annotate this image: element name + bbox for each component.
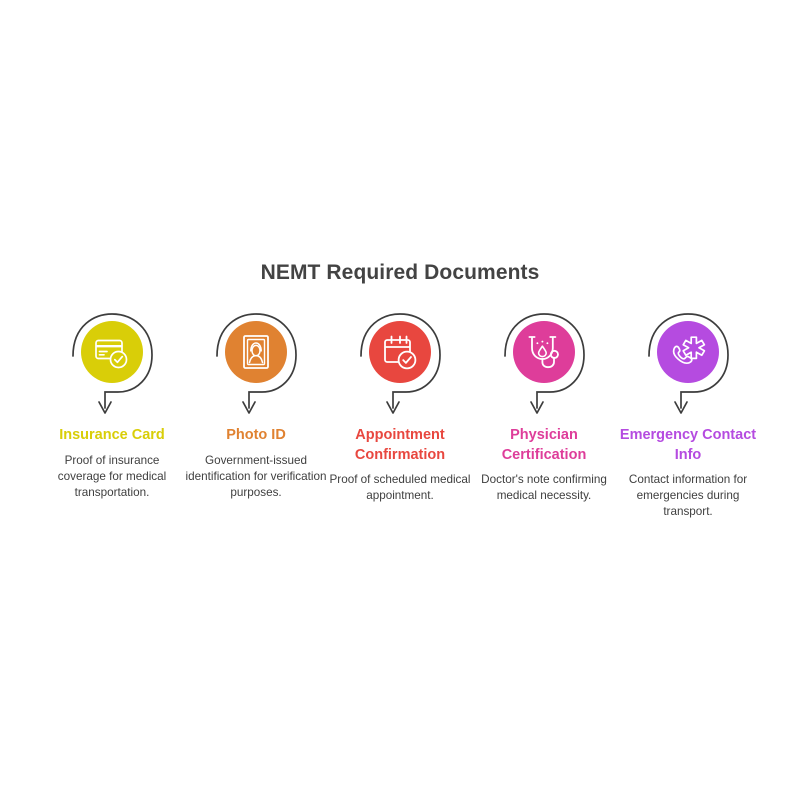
badge-emergency-contact-info xyxy=(633,310,743,422)
phone-star-of-life-icon xyxy=(672,336,706,365)
document-description: Proof of scheduled medical appointment. xyxy=(329,473,471,503)
document-label: Photo ID xyxy=(226,427,286,443)
document-description: Government-issued identification for ver… xyxy=(185,453,327,499)
icon-circle xyxy=(81,321,143,383)
document-item-emergency-contact-info: Emergency Contact Info Contact informati… xyxy=(616,310,760,521)
id-portrait-frame-icon xyxy=(243,335,269,369)
curved-arrow-icon xyxy=(72,313,153,414)
badge-physician-certification xyxy=(489,310,599,422)
document-label: Emergency Contact Info xyxy=(619,427,757,463)
curved-arrow-icon xyxy=(504,313,585,414)
document-label: Appointment Confirmation xyxy=(354,427,446,463)
badge-photo-id xyxy=(201,310,311,422)
stethoscope-icon xyxy=(528,336,559,369)
curved-arrow-icon xyxy=(360,313,441,414)
icon-circle xyxy=(513,321,575,383)
document-description: Contact information for emergencies duri… xyxy=(628,473,748,519)
documents-row: Insurance Card Proof of insurance covera… xyxy=(40,310,760,521)
document-item-physician-certification: Physician Certification Doctor's note co… xyxy=(472,310,616,504)
insurance-card-check-icon xyxy=(95,339,128,369)
document-item-appointment-confirmation: Appointment Confirmation Proof of schedu… xyxy=(328,310,472,504)
badge-appointment-confirmation xyxy=(345,310,455,422)
icon-circle xyxy=(225,321,287,383)
icon-circle xyxy=(369,321,431,383)
icon-circle xyxy=(657,321,719,383)
curved-arrow-icon xyxy=(648,313,729,414)
document-item-photo-id: Photo ID Government-issued identificatio… xyxy=(184,310,328,501)
document-description: Doctor's note confirming medical necessi… xyxy=(481,473,607,503)
document-item-insurance-card: Insurance Card Proof of insurance covera… xyxy=(40,310,184,501)
document-label: Insurance Card xyxy=(59,427,165,443)
document-description: Proof of insurance coverage for medical … xyxy=(57,453,167,499)
badge-insurance-card xyxy=(57,310,167,422)
curved-arrow-icon xyxy=(216,313,297,414)
calendar-check-icon xyxy=(384,335,417,370)
document-label: Physician Certification xyxy=(501,427,587,463)
page-title: NEMT Required Documents xyxy=(260,261,540,284)
